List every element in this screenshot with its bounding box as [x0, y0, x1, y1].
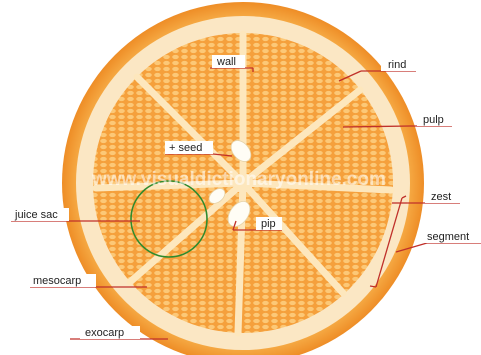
svg-text:pulp: pulp: [423, 114, 444, 126]
svg-text:segment: segment: [427, 231, 469, 243]
svg-text:wall: wall: [216, 56, 236, 68]
label-mesocarp: mesocarp: [30, 274, 96, 287]
svg-text:mesocarp: mesocarp: [33, 275, 81, 287]
label-segment: segment: [424, 230, 481, 243]
svg-text:+ seed: + seed: [169, 142, 202, 154]
label-exocarp: exocarp: [80, 326, 140, 339]
watermark: www.visualdictionaryonline.com: [91, 169, 386, 190]
label-pulp: pulp: [417, 113, 452, 126]
label-rind: rind: [381, 58, 416, 71]
svg-text:zest: zest: [431, 191, 451, 203]
svg-text:exocarp: exocarp: [85, 327, 124, 339]
svg-text:juice sac: juice sac: [14, 209, 58, 221]
label-wall: wall: [212, 55, 245, 68]
svg-text:pip: pip: [261, 218, 276, 230]
label-juice-sac: juice sac: [11, 208, 69, 221]
label-pip: pip: [256, 217, 282, 230]
svg-text:rind: rind: [388, 59, 406, 71]
label-zest: zest: [425, 190, 460, 203]
label-seed: + seed: [165, 141, 213, 154]
